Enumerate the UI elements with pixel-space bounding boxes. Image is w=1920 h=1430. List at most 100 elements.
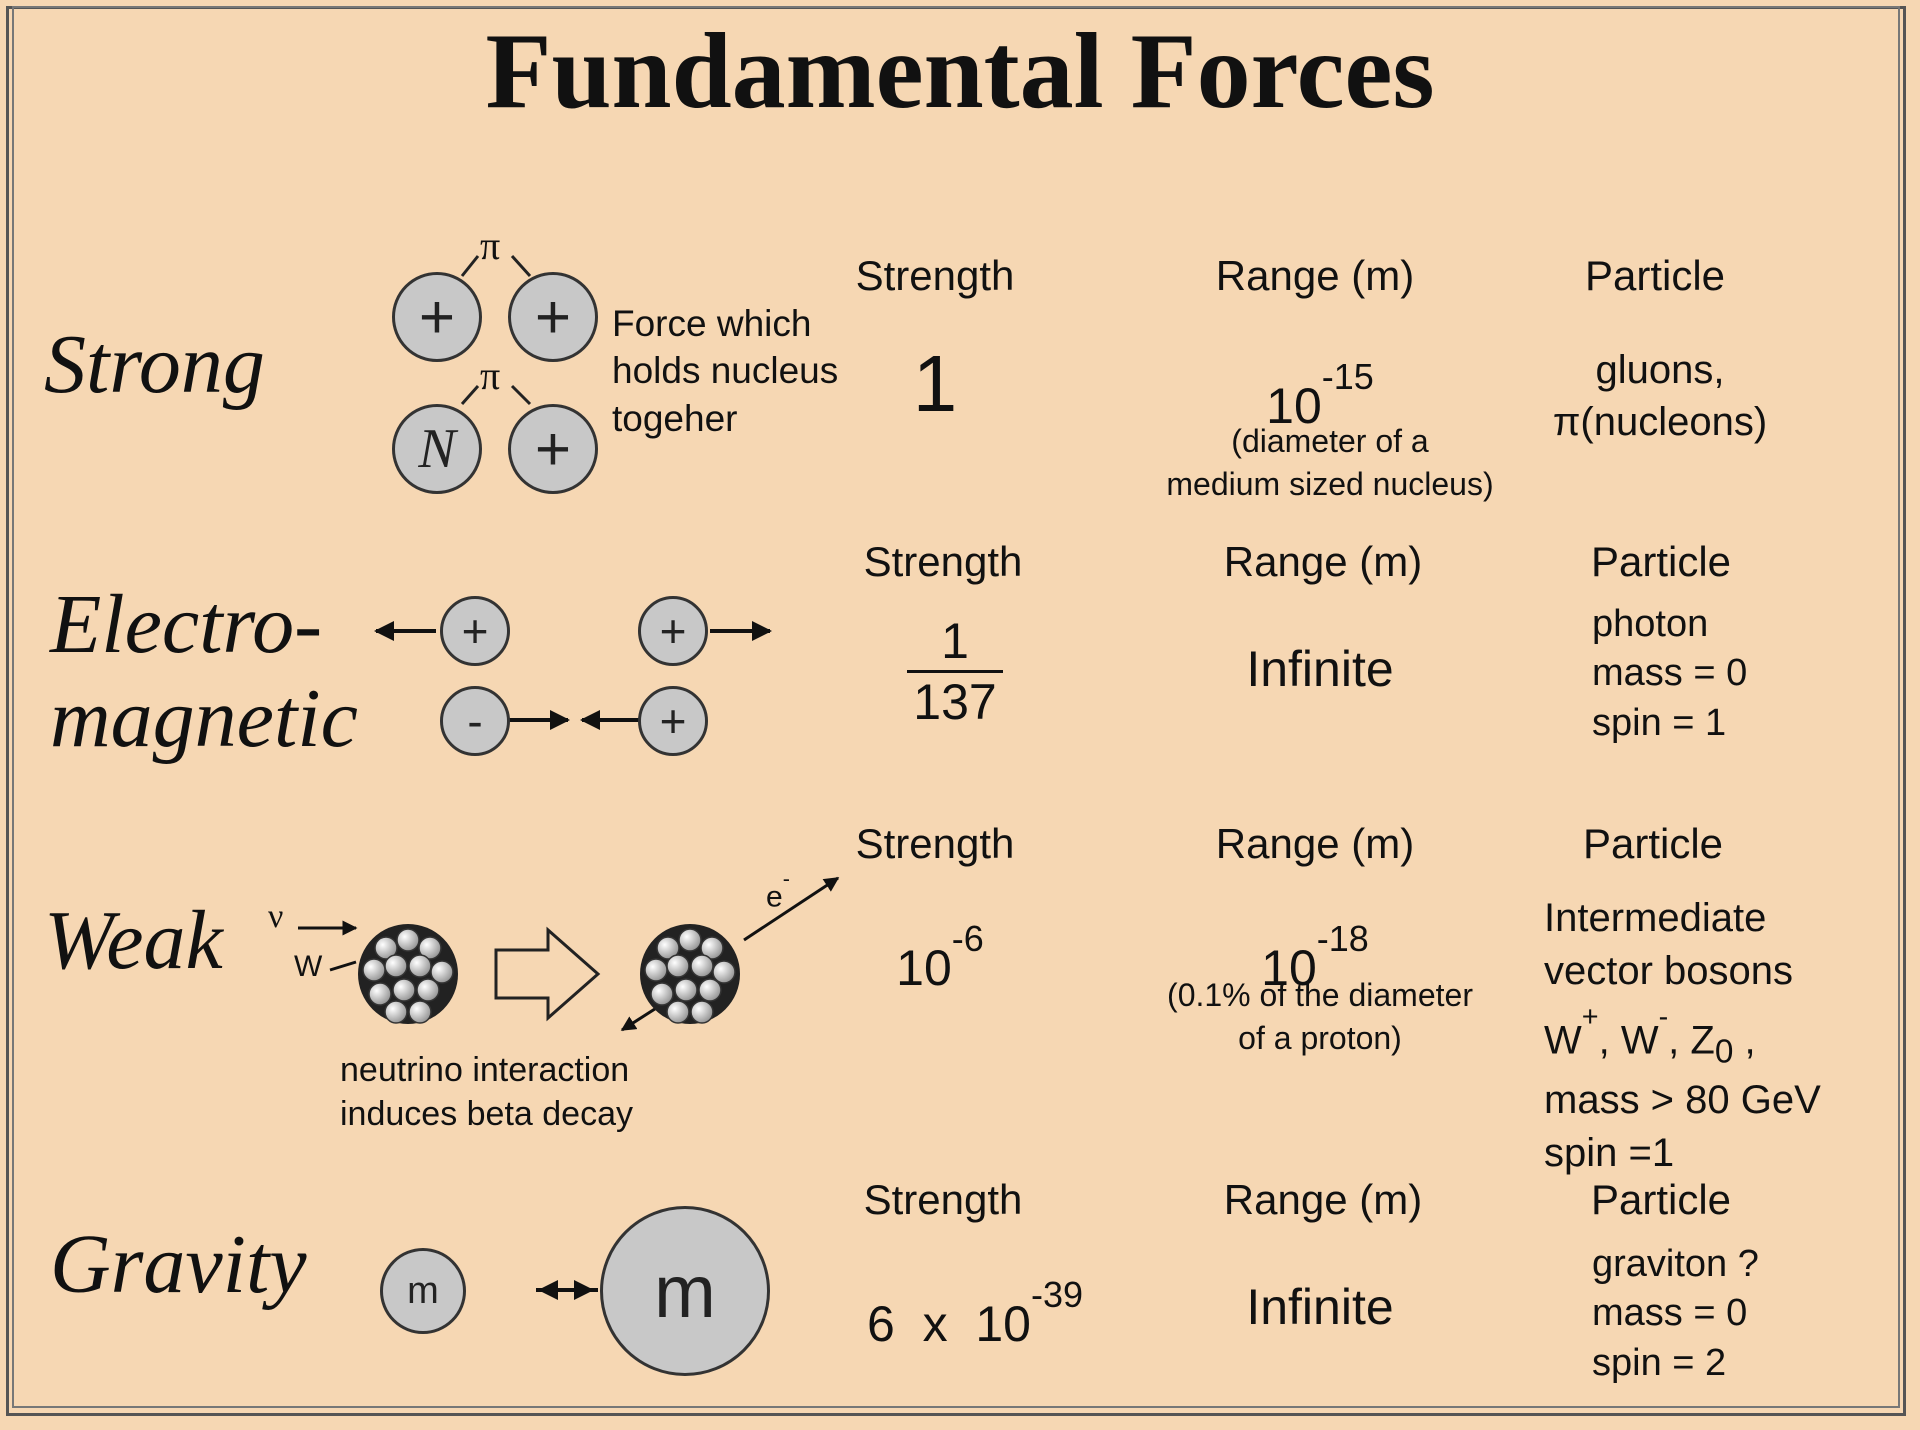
weak-particle-header: Particle: [1582, 820, 1724, 867]
gravity-label: Gravity: [50, 1218, 307, 1311]
plus-sign: +: [461, 605, 489, 657]
weak-particle: Intermediate vector bosons W+, W-, Z0 , …: [1544, 892, 1821, 1180]
strength-base: 10: [896, 940, 952, 997]
weak-caption: neutrino interaction induces beta decay: [340, 1048, 720, 1136]
strong-label: Strong: [44, 318, 265, 411]
strong-range-value: 10-15: [1160, 356, 1480, 435]
positive-charge-circle: +: [638, 686, 708, 756]
description-line: Force which: [612, 303, 812, 344]
particle-line: spin = 1: [1592, 701, 1727, 744]
neutron-sign: N: [418, 418, 456, 480]
range-exponent: -18: [1316, 918, 1369, 959]
transition-arrow-icon: [494, 926, 601, 1022]
plus-sign: +: [418, 282, 456, 352]
strength-exponent: -6: [951, 918, 984, 959]
particle-line: Intermediate: [1544, 896, 1767, 940]
z-tail: ,: [1733, 1017, 1756, 1062]
negative-charge-circle: -: [440, 686, 510, 756]
page-title: Fundamental Forces: [485, 12, 1435, 131]
particle-line: mass > 80 GeV: [1544, 1077, 1821, 1122]
particle-line: photon: [1592, 603, 1709, 645]
weak-strength-value: 10-6: [850, 918, 1030, 997]
range-base: 10: [1261, 940, 1317, 997]
electron-label: e-: [766, 866, 790, 915]
fraction-denominator: 137: [907, 670, 1003, 731]
proton-circle: +: [392, 272, 482, 362]
positive-charge-circle: +: [638, 596, 708, 666]
positive-charge-circle: +: [440, 596, 510, 666]
nucleus-before-icon: [358, 924, 458, 1024]
mass-symbol: m: [654, 1249, 716, 1333]
plus-sign: +: [534, 414, 572, 484]
nucleus-after-icon: [640, 924, 740, 1024]
neutron-circle: N: [392, 404, 482, 494]
particle-line: spin = 2: [1592, 1341, 1727, 1384]
strong-range-note: (diameter of a medium sized nucleus): [1130, 420, 1530, 506]
z-subscript: 0: [1714, 1032, 1734, 1070]
label-line: magnetic: [50, 672, 358, 766]
gravity-particle-header: Particle: [1590, 1176, 1732, 1223]
gravity-strength-value: 6 x 10-39: [830, 1274, 1120, 1353]
w-minus-charge: -: [1658, 1000, 1669, 1033]
range-note-line: of a proton): [1238, 1020, 1402, 1057]
small-mass-circle: m: [380, 1248, 466, 1334]
strong-strength-header: Strength: [855, 252, 1015, 299]
range-base: 10: [1266, 378, 1322, 435]
large-mass-circle: m: [600, 1206, 770, 1376]
particle-line: mass = 0: [1592, 652, 1748, 695]
proton-circle: +: [508, 404, 598, 494]
minus-sign: -: [467, 695, 483, 747]
em-range-header: Range (m): [1223, 538, 1423, 585]
range-note-line: (diameter of a: [1231, 423, 1429, 459]
weak-range-header: Range (m): [1215, 820, 1415, 867]
description-line: togeher: [612, 397, 738, 439]
particle-line: vector bosons: [1544, 948, 1794, 993]
weak-label: Weak: [44, 894, 223, 987]
particle-line: π(nucleons): [1552, 400, 1768, 444]
caption-line: induces beta decay: [340, 1095, 633, 1134]
strong-particle: gluons, π(nucleons): [1520, 344, 1800, 448]
gravity-particle: graviton ? mass = 0 spin = 2: [1592, 1240, 1759, 1388]
weak-strength-header: Strength: [855, 820, 1015, 867]
plus-sign: +: [659, 695, 687, 747]
plus-sign: +: [659, 605, 687, 657]
weak-range-value: 10-18: [1160, 918, 1470, 997]
em-particle-header: Particle: [1590, 538, 1732, 585]
particle-line-bosons: W+, W-, Z0 ,: [1544, 998, 1821, 1074]
particle-line: mass = 0: [1592, 1292, 1748, 1335]
em-strength-header: Strength: [863, 538, 1023, 585]
gravity-range-header: Range (m): [1223, 1176, 1423, 1223]
electron-symbol: e: [766, 880, 783, 914]
strong-strength-value: 1: [912, 339, 958, 428]
range-note-line: medium sized nucleus): [1166, 466, 1494, 503]
gravity-range-value: Infinite: [1246, 1279, 1394, 1335]
strong-range-header: Range (m): [1215, 252, 1415, 299]
strength-coefficient: 6 x 10: [866, 1296, 1031, 1353]
mass-symbol: m: [407, 1269, 439, 1312]
neutrino-label: ν: [268, 898, 284, 935]
strong-pion-label-bottom: π: [480, 353, 501, 398]
electromagnetic-label: Electro- magnetic: [50, 578, 358, 766]
strong-pion-label-top: π: [480, 223, 501, 268]
gravity-strength-header: Strength: [863, 1176, 1023, 1223]
fraction-numerator: 1: [941, 613, 969, 669]
em-range-value: Infinite: [1246, 641, 1394, 697]
z-boson: , Z: [1668, 1017, 1715, 1062]
range-note-line: (0.1% of the diameter: [1167, 977, 1473, 1013]
w-boson-label: W: [294, 950, 323, 983]
electron-charge: -: [782, 866, 790, 891]
label-line: Electro-: [50, 578, 323, 671]
weak-range-note: (0.1% of the diameter of a proton): [1130, 974, 1510, 1060]
w-plus-charge: +: [1581, 1000, 1599, 1033]
caption-line: neutrino interaction: [340, 1051, 630, 1089]
proton-circle: +: [508, 272, 598, 362]
strength-exponent: -39: [1030, 1274, 1084, 1315]
description-line: holds nucleus: [612, 350, 839, 392]
particle-line: spin =1: [1544, 1130, 1675, 1175]
range-exponent: -15: [1321, 356, 1374, 397]
strong-particle-header: Particle: [1584, 252, 1726, 299]
